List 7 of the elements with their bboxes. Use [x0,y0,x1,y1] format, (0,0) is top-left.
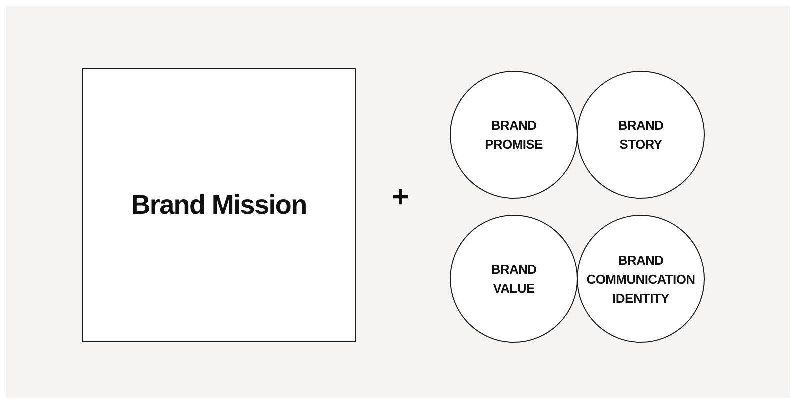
node-title: Brand Mission [131,190,307,220]
node-label: BRAND PROMISE [484,117,544,154]
node-label: BRAND VALUE [490,261,538,298]
node-label: BRAND STORY [617,117,665,154]
mission-square [82,68,356,342]
node-label: BRAND COMMUNICATION IDENTITY [586,252,696,308]
plus-sign: + [392,183,410,213]
